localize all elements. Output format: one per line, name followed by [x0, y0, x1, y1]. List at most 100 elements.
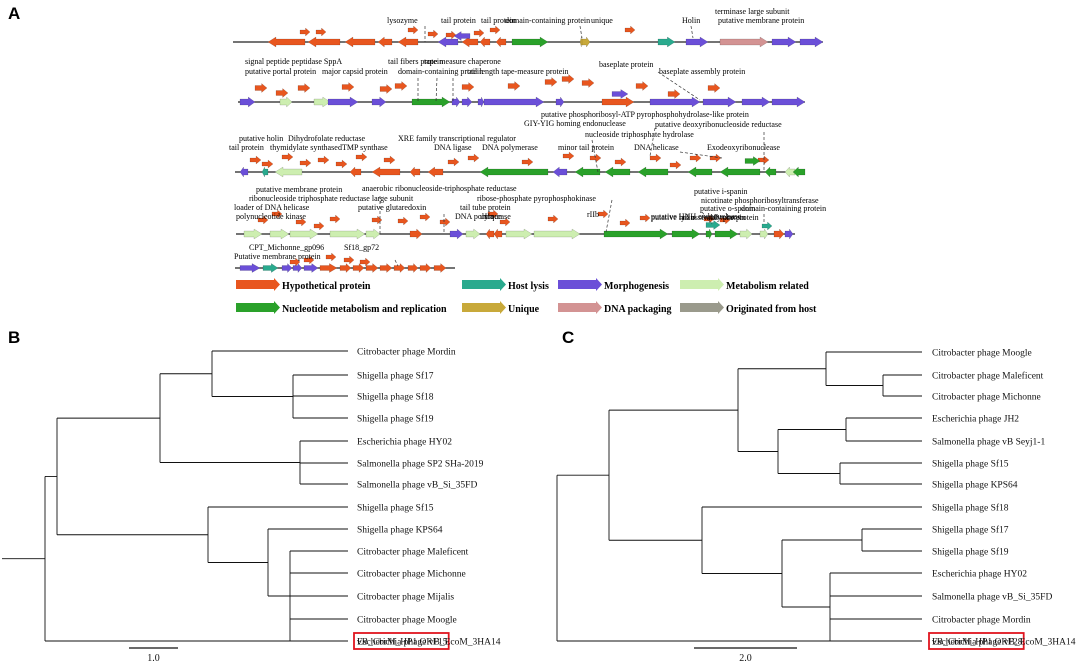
gene-arrow — [784, 166, 796, 178]
gene-arrow — [407, 262, 419, 274]
gene-arrow — [705, 220, 721, 230]
gene-arrow — [485, 228, 495, 240]
gene-annotation-label: thymidylate synthase — [270, 143, 338, 152]
gene-arrow — [269, 228, 290, 240]
gene-arrow — [792, 166, 806, 178]
gene-arrow — [303, 255, 315, 265]
gene-arrow — [547, 214, 559, 224]
highlight-box — [928, 632, 1025, 650]
taxon-label: Citrobacter phage Michonne — [932, 393, 1041, 403]
gene-arrow — [465, 228, 481, 240]
legend-arrowhead — [274, 301, 280, 314]
taxon-label: Citrobacter phage Mordin — [357, 348, 456, 358]
gene-arrow — [329, 228, 366, 240]
gene-arrow — [773, 228, 785, 240]
legend-label: DNA packaging — [604, 304, 672, 315]
gene-arrow — [479, 166, 549, 178]
taxon-label: Citrobacter phage Moogle — [357, 616, 457, 626]
annotation-leader-line — [579, 25, 583, 39]
taxon-label: Shigella phage Sf15 — [357, 503, 434, 514]
gene-arrow — [761, 221, 773, 231]
gene-arrow — [552, 166, 568, 178]
gene-arrow — [581, 77, 595, 89]
gene-arrow — [379, 83, 393, 95]
gene-annotation-label: baseplate assembly protein — [659, 67, 745, 76]
taxon-label: Shigella phage Sf19 — [932, 547, 1009, 558]
gene-arrow — [451, 96, 461, 108]
gene-arrow — [377, 36, 393, 48]
annotation-leader-line — [605, 199, 613, 233]
gene-arrow — [439, 217, 451, 227]
taxon-label: Shigella phage Sf17 — [932, 525, 1009, 536]
gene-arrow — [719, 215, 731, 225]
gene-arrow — [784, 228, 794, 240]
gene-arrow — [561, 73, 575, 85]
gene-arrow — [275, 87, 289, 99]
gene-arrow — [243, 228, 263, 240]
query-taxon-label: vB_CbrM_HP1 ORF15 — [357, 638, 448, 648]
gene-arrow — [315, 27, 327, 37]
gene-arrow — [744, 156, 761, 166]
taxon-label: Shigella phage Sf18 — [932, 503, 1009, 514]
gene-arrow — [411, 96, 451, 108]
gene-arrow — [764, 166, 777, 178]
legend-swatch — [236, 280, 274, 289]
gene-arrow — [493, 228, 503, 240]
gene-arrow — [759, 228, 769, 240]
gene-arrow — [445, 30, 457, 40]
gene-arrow — [461, 36, 479, 48]
gene-annotation-label: putative HNH endonuclease — [651, 212, 742, 221]
gene-arrow — [635, 80, 649, 92]
gene-annotation-label: putative membrane protein — [718, 16, 804, 25]
gene-arrow — [319, 263, 338, 273]
gene-arrow — [343, 255, 355, 265]
taxon-label: Escherichia phage HY02 — [932, 570, 1027, 580]
gene-arrow — [639, 213, 651, 223]
gene-annotation-label: tail protein — [481, 16, 516, 25]
gene-arrow — [461, 81, 475, 93]
gene-arrow — [562, 151, 575, 161]
gene-arrow — [261, 166, 269, 178]
highlight-box — [353, 632, 450, 650]
gene-arrow — [719, 166, 761, 178]
gene-annotation-label: minor tail protein — [558, 143, 614, 152]
legend-label: Unique — [508, 304, 540, 315]
gene-arrow — [355, 152, 368, 162]
gene-arrow — [771, 96, 806, 108]
legend-label: Host lysis — [508, 281, 549, 292]
gene-arrow — [739, 228, 753, 240]
gene-annotation-label: dTMP synthase — [338, 143, 388, 152]
gene-arrow — [427, 29, 439, 39]
gene-annotation-label: putative i-spanin — [694, 187, 748, 196]
gene-arrow — [507, 80, 521, 92]
gene-annotation-label: putative o-spanin — [700, 204, 755, 213]
legend-arrowhead — [596, 301, 602, 314]
gene-arrow — [341, 81, 355, 93]
annotation-leader-line — [394, 259, 399, 267]
gene-annotation-label: lysozyme — [387, 16, 418, 25]
gene-arrow — [689, 153, 702, 163]
gene-arrow — [511, 36, 549, 48]
gene-annotation-label: tape measure chaperone — [424, 57, 501, 66]
gene-arrow — [453, 31, 471, 41]
gene-arrow — [371, 96, 387, 108]
gene-arrow — [317, 155, 330, 165]
gene-arrow — [295, 217, 307, 227]
gene-arrow — [649, 96, 701, 108]
gene-annotation-label: XRE family transcriptional regulator — [398, 134, 516, 143]
gene-arrow — [649, 153, 662, 163]
gene-arrow — [601, 96, 635, 108]
panel-label-a: A — [8, 4, 21, 23]
gene-arrow — [349, 166, 362, 178]
gene-arrow — [409, 228, 423, 240]
gene-arrow — [473, 28, 485, 38]
gene-arrow — [687, 166, 713, 178]
gene-arrow — [281, 152, 294, 162]
taxon-label: Shigella phage KPS64 — [357, 526, 443, 536]
annotation-leader-line — [591, 139, 599, 173]
gene-annotation-label: putative lysin — [651, 213, 694, 222]
gene-arrow — [707, 82, 721, 94]
gene-annotation-label: nucleoside triphosphate hydrolase — [585, 130, 694, 139]
gene-arrow — [379, 262, 393, 274]
